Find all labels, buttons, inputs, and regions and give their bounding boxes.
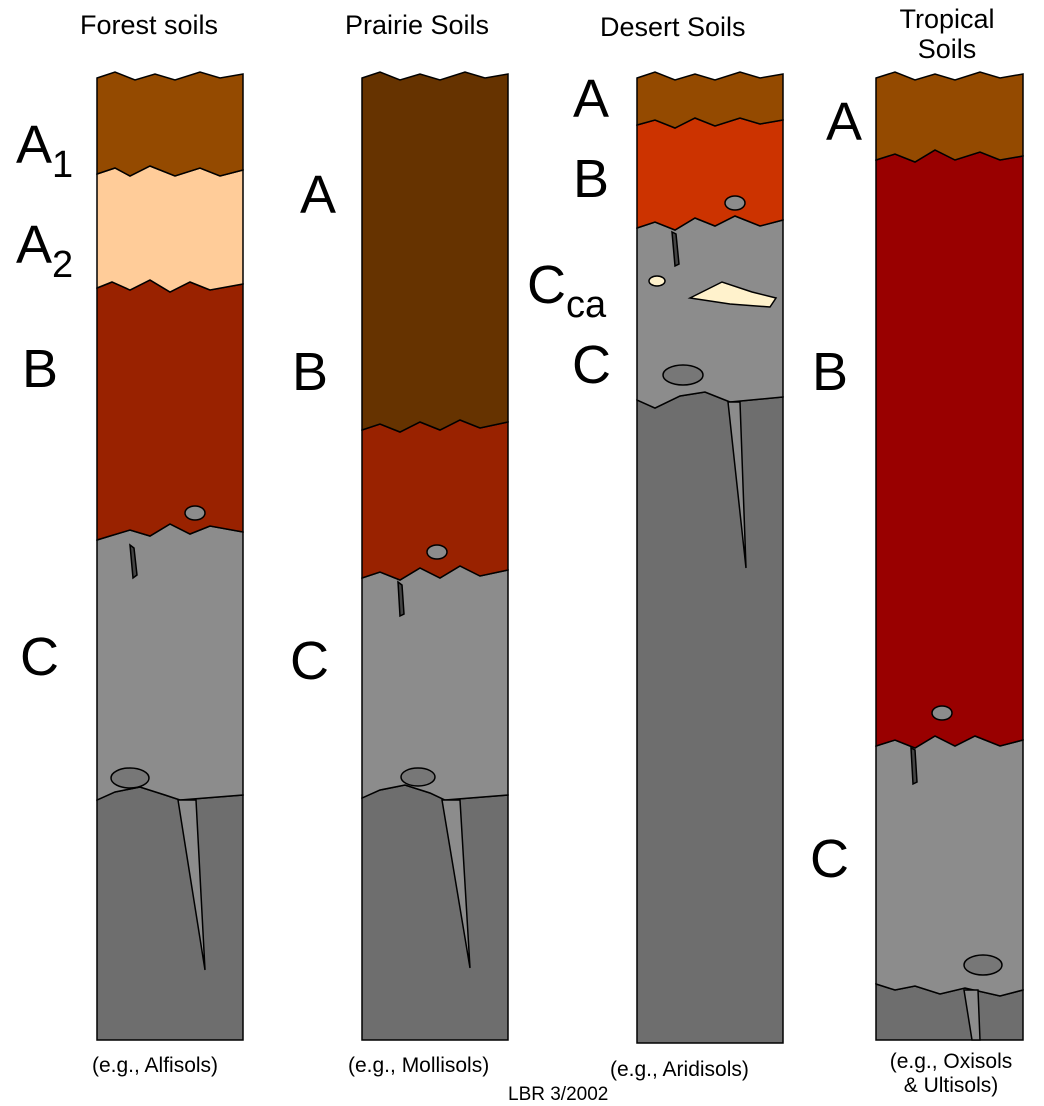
desert-c-horizon <box>637 216 783 408</box>
forest-a2-label: A2 <box>16 218 73 272</box>
prairie-rock <box>401 768 435 786</box>
tropical-example-line2: & Ultisols) <box>862 1074 1040 1098</box>
prairie-example-label: (e.g., Mollisols) <box>348 1054 489 1078</box>
tropical-c-horizon <box>876 736 1023 996</box>
desert-soil-profile <box>637 72 783 1043</box>
desert-c-label: C <box>572 338 611 392</box>
forest-b-label: B <box>22 342 58 396</box>
signature: LBR 3/2002 <box>508 1084 608 1106</box>
desert-b-horizon <box>637 118 783 230</box>
forest-a2-horizon <box>97 166 243 292</box>
prairie-bedrock <box>362 785 508 1040</box>
prairie-pebble <box>427 545 447 559</box>
desert-a-label: A <box>573 72 609 126</box>
prairie-c-horizon <box>362 566 508 800</box>
forest-soil-profile <box>97 72 243 1040</box>
tropical-example-label: (e.g., Oxisols & Ultisols) <box>862 1050 1040 1098</box>
forest-a1-label: A1 <box>16 118 73 172</box>
tropical-c-label: C <box>810 832 849 886</box>
desert-b-label: B <box>573 152 609 206</box>
tropical-rock <box>964 955 1002 975</box>
forest-example-label: (e.g., Alfisols) <box>92 1054 218 1078</box>
desert-example-label: (e.g., Aridisols) <box>610 1058 749 1082</box>
tropical-a-label: A <box>826 95 862 149</box>
prairie-soil-profile <box>362 72 508 1040</box>
prairie-a-horizon <box>362 72 508 432</box>
desert-pebble <box>725 196 745 210</box>
prairie-a-label: A <box>300 168 336 222</box>
prairie-b-label: B <box>292 345 328 399</box>
desert-bedrock <box>637 392 783 1043</box>
forest-bedrock <box>97 787 243 1040</box>
forest-b-horizon <box>97 280 243 540</box>
forest-rock <box>111 768 149 788</box>
forest-a1-horizon <box>97 72 243 176</box>
desert-a-horizon <box>637 72 783 128</box>
desert-cca-label: Cca <box>527 258 606 312</box>
forest-c-label: C <box>20 630 59 684</box>
tropical-b-horizon <box>876 150 1023 748</box>
prairie-c-label: C <box>290 634 329 688</box>
forest-c-horizon <box>97 524 243 800</box>
tropical-soil-profile <box>876 72 1023 1040</box>
caliche-nodule <box>649 276 665 286</box>
tropical-a-horizon <box>876 72 1023 162</box>
tropical-pebble <box>932 706 952 720</box>
desert-rock <box>663 365 703 385</box>
tropical-b-label: B <box>812 345 848 399</box>
tropical-example-line1: (e.g., Oxisols <box>862 1050 1040 1074</box>
forest-pebble <box>185 506 205 520</box>
